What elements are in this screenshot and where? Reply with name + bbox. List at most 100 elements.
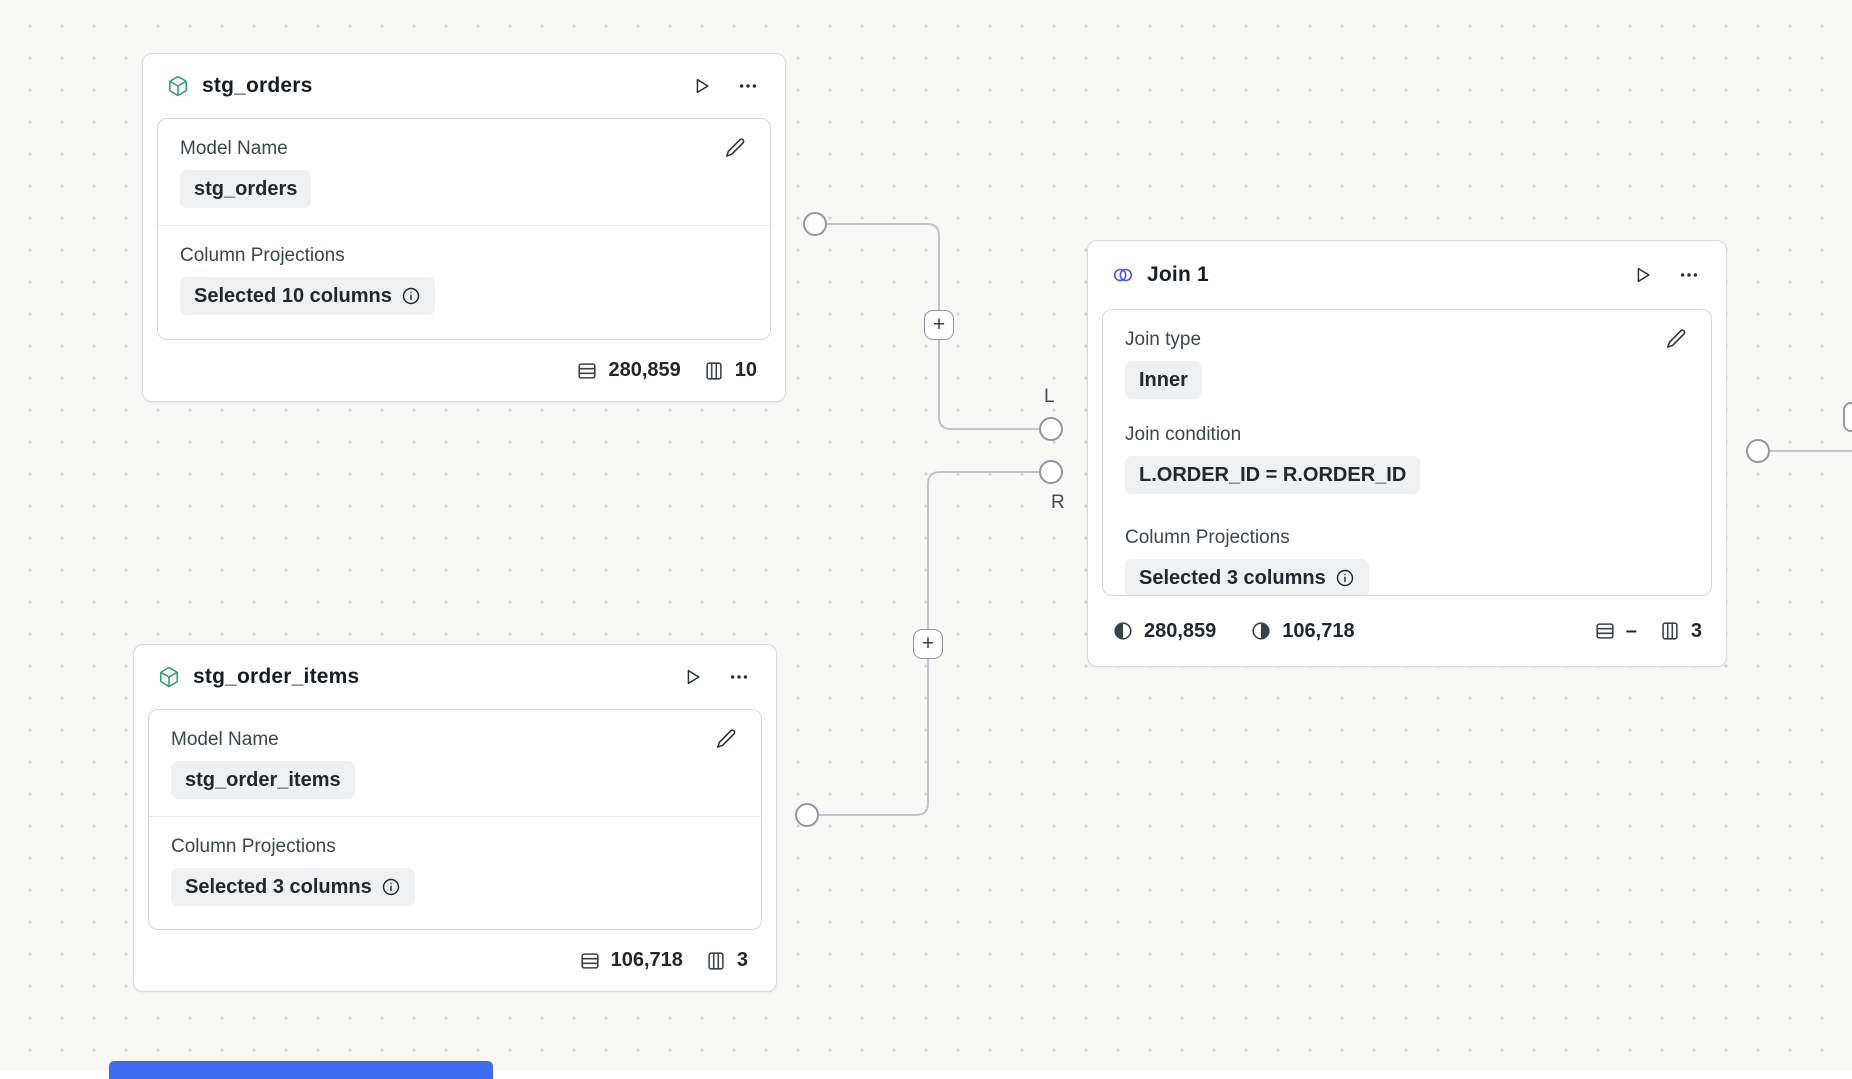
play-icon xyxy=(692,76,712,96)
column-projections-label: Column Projections xyxy=(1125,526,1689,550)
model-name-chip[interactable]: stg_orders xyxy=(180,170,311,208)
pencil-icon xyxy=(1665,328,1687,350)
input-port-join-left[interactable] xyxy=(1039,417,1063,441)
node-join-1[interactable]: Join 1 Join type Inner Join condition xyxy=(1087,240,1727,667)
column-count: 3 xyxy=(1691,620,1702,643)
column-projections-chip[interactable]: Selected 3 columns xyxy=(1125,559,1369,596)
projections-value: Selected 10 columns xyxy=(194,285,392,308)
row-count-stat: – xyxy=(1594,620,1637,643)
join-type-label: Join type xyxy=(1125,328,1201,352)
join-type-chip[interactable]: Inner xyxy=(1125,361,1202,399)
output-stats: – 3 xyxy=(1594,620,1702,643)
port-label-right: R xyxy=(1051,492,1065,514)
column-projections-label: Column Projections xyxy=(171,835,739,859)
node-header: stg_orders xyxy=(143,54,785,118)
join-condition-chip[interactable]: L.ORDER_ID = R.ORDER_ID xyxy=(1125,456,1420,494)
column-count-stat: 3 xyxy=(705,949,748,972)
run-node-button[interactable] xyxy=(685,69,719,103)
divider xyxy=(149,816,761,817)
node-stg-order-items[interactable]: stg_order_items Model Name stg_order_ite… xyxy=(133,644,777,992)
node-stats: 280,859 106,718 – 3 xyxy=(1088,596,1726,666)
table-columns-icon xyxy=(703,360,725,382)
node-header-actions xyxy=(1626,258,1706,292)
node-title: stg_order_items xyxy=(193,665,359,689)
add-node-on-edge-button[interactable]: + xyxy=(924,310,954,340)
column-count-stat: 10 xyxy=(703,359,757,382)
node-config-card: Model Name stg_order_items Column Projec… xyxy=(148,709,762,930)
offscreen-node-port[interactable] xyxy=(1843,402,1852,432)
model-name-chip[interactable]: stg_order_items xyxy=(171,761,355,799)
node-header: stg_order_items xyxy=(134,645,776,709)
join-venn-icon xyxy=(1112,264,1134,286)
right-row-count: 106,718 xyxy=(1282,620,1354,643)
half-circle-right-icon xyxy=(1250,620,1272,642)
row-count: 106,718 xyxy=(611,949,683,972)
node-header-actions xyxy=(676,660,756,694)
play-icon xyxy=(683,667,703,687)
node-config-card: Model Name stg_orders Column Projections… xyxy=(157,118,771,340)
ellipsis-icon xyxy=(1678,264,1700,286)
model-name-value: stg_orders xyxy=(194,178,297,201)
output-port-join[interactable] xyxy=(1746,439,1770,463)
node-stats: 280,859 10 xyxy=(143,340,785,401)
half-circle-left-icon xyxy=(1112,620,1134,642)
join-type-value: Inner xyxy=(1139,369,1188,392)
node-title: Join 1 xyxy=(1147,263,1209,287)
run-node-button[interactable] xyxy=(676,660,710,694)
column-count-stat: 3 xyxy=(1659,620,1702,643)
column-projections-chip[interactable]: Selected 10 columns xyxy=(180,277,435,315)
column-count: 3 xyxy=(737,949,748,972)
pencil-icon xyxy=(724,137,746,159)
field-row: Model Name xyxy=(180,137,748,161)
edit-node-button[interactable] xyxy=(1663,326,1689,352)
right-input-row-count-stat: 106,718 xyxy=(1250,620,1354,643)
ellipsis-icon xyxy=(728,666,750,688)
port-label-left: L xyxy=(1044,386,1055,408)
info-icon[interactable] xyxy=(1335,568,1355,588)
node-title: stg_orders xyxy=(202,74,313,98)
node-header-actions xyxy=(685,69,765,103)
info-icon[interactable] xyxy=(381,877,401,897)
column-count: 10 xyxy=(735,359,757,382)
node-menu-button[interactable] xyxy=(1672,258,1706,292)
edit-node-button[interactable] xyxy=(722,135,748,161)
table-columns-icon xyxy=(705,950,727,972)
add-node-on-edge-button[interactable]: + xyxy=(913,629,943,659)
column-projections-chip[interactable]: Selected 3 columns xyxy=(171,868,415,906)
edit-node-button[interactable] xyxy=(713,726,739,752)
join-condition-label: Join condition xyxy=(1125,423,1689,447)
output-port-stg-orders[interactable] xyxy=(803,212,827,236)
left-input-row-count-stat: 280,859 xyxy=(1112,620,1216,643)
ellipsis-icon xyxy=(737,75,759,97)
table-rows-icon xyxy=(1594,620,1616,642)
table-rows-icon xyxy=(576,360,598,382)
node-config-card: Join type Inner Join condition L.ORDER_I… xyxy=(1102,309,1712,596)
info-icon[interactable] xyxy=(401,286,421,306)
projections-value: Selected 3 columns xyxy=(1139,567,1326,590)
node-header: Join 1 xyxy=(1088,241,1726,309)
offscreen-selected-element xyxy=(109,1061,493,1079)
table-rows-icon xyxy=(579,950,601,972)
input-port-join-right[interactable] xyxy=(1039,460,1063,484)
node-stg-orders[interactable]: stg_orders Model Name stg_orders xyxy=(142,53,786,402)
divider xyxy=(158,225,770,226)
join-condition-value: L.ORDER_ID = R.ORDER_ID xyxy=(1139,464,1406,487)
field-row: Model Name xyxy=(171,728,739,752)
model-cube-icon xyxy=(167,75,189,97)
projections-value: Selected 3 columns xyxy=(185,876,372,899)
row-count: 280,859 xyxy=(608,359,680,382)
pencil-icon xyxy=(715,728,737,750)
node-menu-button[interactable] xyxy=(722,660,756,694)
left-row-count: 280,859 xyxy=(1144,620,1216,643)
row-count: – xyxy=(1626,620,1637,643)
run-node-button[interactable] xyxy=(1626,258,1660,292)
model-name-value: stg_order_items xyxy=(185,769,341,792)
model-name-label: Model Name xyxy=(171,728,279,752)
table-columns-icon xyxy=(1659,620,1681,642)
row-count-stat: 106,718 xyxy=(579,949,683,972)
model-name-label: Model Name xyxy=(180,137,288,161)
output-port-stg-order-items[interactable] xyxy=(795,803,819,827)
field-row: Join type xyxy=(1125,328,1689,352)
node-menu-button[interactable] xyxy=(731,69,765,103)
